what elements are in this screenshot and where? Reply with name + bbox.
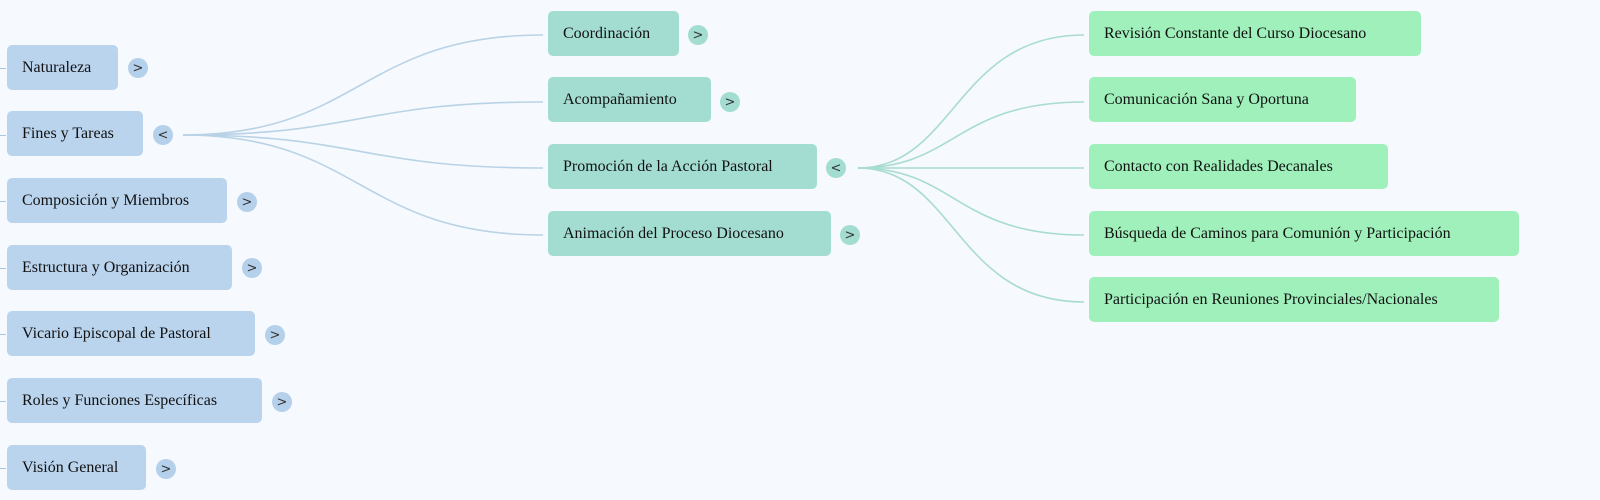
- node-label: Naturaleza: [22, 58, 92, 76]
- node-fines-y-tareas[interactable]: Fines y Tareas: [7, 111, 143, 156]
- node-composicion-y-miembros[interactable]: Composición y Miembros: [7, 178, 227, 223]
- node-vision-general[interactable]: Visión General: [7, 445, 146, 490]
- link-fines-coordinacion: [182, 34, 544, 136]
- node-label: Contacto con Realidades Decanales: [1104, 157, 1333, 175]
- root-link-stub: [0, 135, 6, 136]
- expand-toggle-vision-general[interactable]: >: [156, 459, 176, 479]
- node-contacto-realidades[interactable]: Contacto con Realidades Decanales: [1089, 144, 1388, 189]
- link-fines-animacion: [182, 134, 544, 236]
- node-label: Vicario Episcopal de Pastoral: [22, 324, 211, 342]
- root-link-stub: [0, 334, 6, 335]
- collapse-toggle-promocion[interactable]: <: [826, 158, 846, 178]
- expand-toggle-naturaleza[interactable]: >: [128, 58, 148, 78]
- node-label: Promoción de la Acción Pastoral: [563, 157, 773, 175]
- expand-toggle-composicion[interactable]: >: [237, 192, 257, 212]
- collapse-toggle-fines-y-tareas[interactable]: <: [153, 125, 173, 145]
- link-fines-promocion: [182, 134, 544, 169]
- node-label: Composición y Miembros: [22, 191, 190, 209]
- node-label: Búsqueda de Caminos para Comunión y Part…: [1104, 224, 1451, 242]
- node-label: Comunicación Sana y Oportuna: [1104, 90, 1309, 108]
- link-promocion-busqueda: [857, 167, 1085, 236]
- expand-toggle-acompanamiento[interactable]: >: [720, 92, 740, 112]
- node-acompanamiento[interactable]: Acompañamiento: [548, 77, 711, 122]
- root-link-stub: [0, 268, 6, 269]
- expand-toggle-estructura[interactable]: >: [242, 258, 262, 278]
- link-fines-acompanamiento: [182, 101, 544, 136]
- node-label: Fines y Tareas: [22, 124, 114, 142]
- node-vicario-episcopal[interactable]: Vicario Episcopal de Pastoral: [7, 311, 255, 356]
- node-label: Visión General: [22, 458, 119, 476]
- node-label: Participación en Reuniones Provinciales/…: [1104, 290, 1438, 308]
- root-link-stub: [0, 201, 6, 202]
- node-label: Revisión Constante del Curso Diocesano: [1104, 24, 1367, 42]
- link-promocion-participacion: [857, 167, 1085, 303]
- node-animacion-proceso-diocesano[interactable]: Animación del Proceso Diocesano: [548, 211, 831, 256]
- root-link-stub: [0, 401, 6, 402]
- root-link-stub: [0, 468, 6, 469]
- node-estructura-y-organizacion[interactable]: Estructura y Organización: [7, 245, 232, 290]
- expand-toggle-animacion[interactable]: >: [840, 225, 860, 245]
- node-participacion-reuniones[interactable]: Participación en Reuniones Provinciales/…: [1089, 277, 1499, 322]
- node-roles-y-funciones[interactable]: Roles y Funciones Específicas: [7, 378, 262, 423]
- link-promocion-comunicacion: [857, 101, 1085, 169]
- node-label: Acompañamiento: [563, 90, 677, 108]
- node-revision-constante[interactable]: Revisión Constante del Curso Diocesano: [1089, 11, 1421, 56]
- node-label: Roles y Funciones Específicas: [22, 391, 218, 409]
- link-promocion-revision: [857, 34, 1085, 169]
- expand-toggle-roles[interactable]: >: [272, 392, 292, 412]
- expand-toggle-vicario[interactable]: >: [265, 325, 285, 345]
- node-comunicacion-sana[interactable]: Comunicación Sana y Oportuna: [1089, 77, 1356, 122]
- node-coordinacion[interactable]: Coordinación: [548, 11, 679, 56]
- node-naturaleza[interactable]: Naturaleza: [7, 45, 118, 90]
- root-link-stub: [0, 68, 6, 69]
- node-label: Coordinación: [563, 24, 651, 42]
- expand-toggle-coordinacion[interactable]: >: [688, 25, 708, 45]
- node-promocion-accion-pastoral[interactable]: Promoción de la Acción Pastoral: [548, 144, 817, 189]
- node-label: Estructura y Organización: [22, 258, 190, 276]
- node-label: Animación del Proceso Diocesano: [563, 224, 784, 242]
- node-busqueda-caminos[interactable]: Búsqueda de Caminos para Comunión y Part…: [1089, 211, 1519, 256]
